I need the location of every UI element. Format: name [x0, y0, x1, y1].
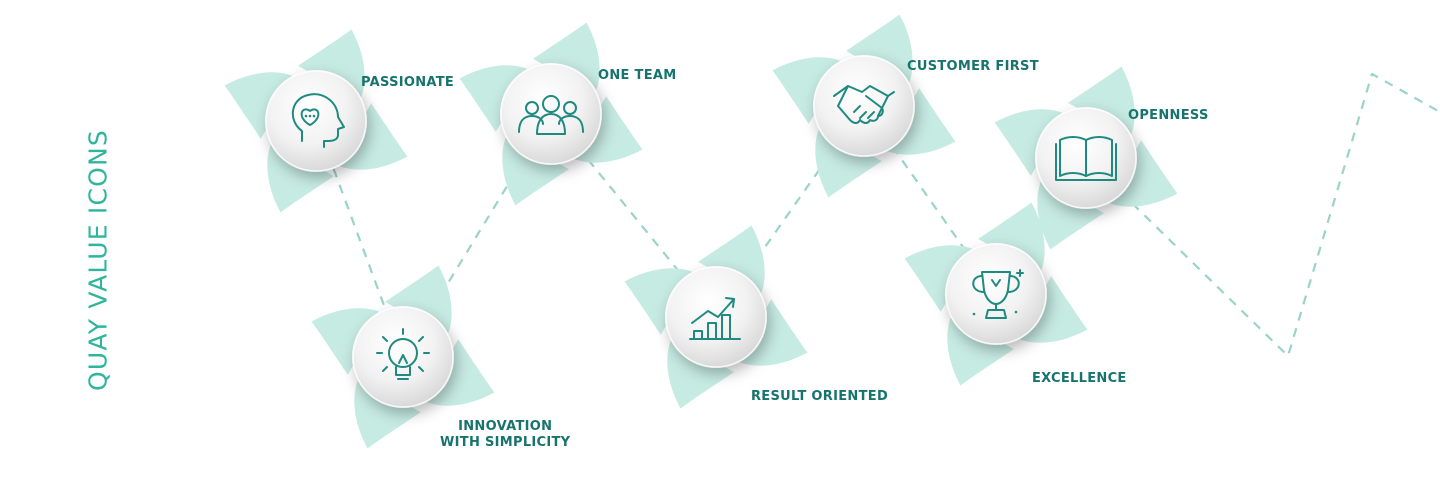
value-disc [665, 266, 767, 368]
head-heart-icon [292, 93, 345, 148]
page-title: QUAY VALUE ICONS [83, 129, 113, 391]
value-node-excellence [904, 202, 1088, 386]
handshake-icon [833, 85, 895, 124]
label-passionate: PASSIONATE [361, 75, 455, 90]
value-node-openness [994, 66, 1178, 250]
team-icon [518, 95, 584, 135]
label-excellence: EXCELLENCE [1032, 371, 1127, 386]
label-openness: OPENNESS [1128, 108, 1209, 123]
value-node-customer-first [772, 14, 956, 198]
label-innovation: INNOVATION WITH SIMPLICITY [440, 419, 571, 450]
open-book-icon [1055, 136, 1117, 181]
label-result-oriented: RESULT ORIENTED [751, 389, 889, 404]
lightbulb-icon [376, 328, 430, 380]
value-disc [945, 243, 1047, 345]
value-node-result-oriented [624, 225, 808, 409]
value-disc [813, 55, 915, 157]
value-node-passionate [224, 29, 408, 213]
growth-chart-icon [689, 297, 741, 340]
value-node-one-team [459, 22, 643, 206]
label-customer-first: CUSTOMER FIRST [907, 59, 1039, 74]
value-node-innovation [311, 265, 495, 449]
label-one-team: ONE TEAM [598, 68, 677, 83]
trophy-icon [972, 269, 1024, 319]
dashed-connector-path [314, 72, 1440, 359]
